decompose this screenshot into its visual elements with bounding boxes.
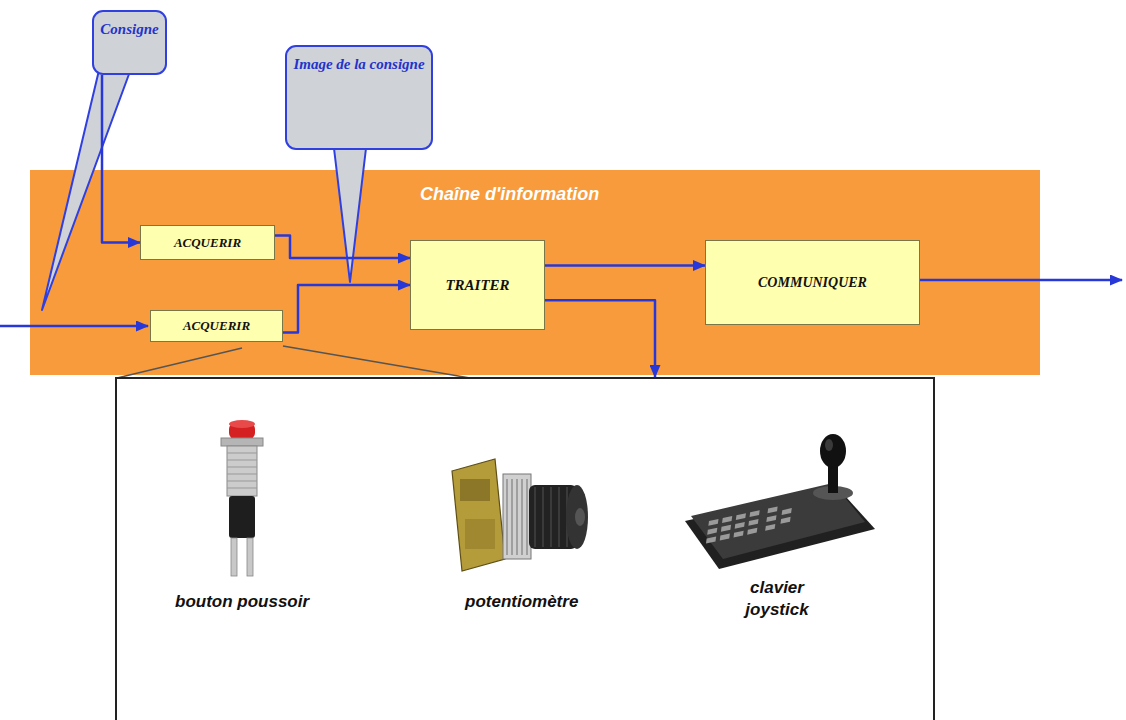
device-illustrations <box>117 379 937 720</box>
device-label: bouton poussoir <box>175 591 309 613</box>
function-box: TRAITER <box>410 240 545 330</box>
flow-arrow <box>545 300 655 377</box>
callout-bubble: Consigne <box>92 10 167 75</box>
function-box: COMMUNIQUER <box>705 240 920 325</box>
flow-arrow <box>545 264 705 267</box>
function-label: ACQUERIR <box>174 235 241 251</box>
function-box: ACQUERIR <box>150 310 283 342</box>
zoom-wedge <box>117 346 470 378</box>
chain-band: Chaîne d'informationACQUERIR ACQUERIR TRAI… <box>30 170 1040 375</box>
joystick-keyboard-picture <box>685 434 875 569</box>
flow-arrow <box>102 75 140 243</box>
device-label: potentiomètre <box>465 591 578 613</box>
callout-text: Image de la consigne <box>293 56 424 73</box>
device-panel: bouton poussoir potentiomètre clavier joys… <box>115 377 935 720</box>
function-label: ACQUERIR <box>183 318 250 334</box>
device-label: clavier joystick <box>731 577 823 621</box>
callout-bubble: Image de la consigne <box>285 45 433 150</box>
potentiometer-picture <box>452 459 588 571</box>
function-label: COMMUNIQUER <box>758 275 867 291</box>
function-box: ACQUERIR <box>140 225 275 260</box>
callout-text: Consigne <box>100 21 158 38</box>
push-button-picture <box>221 420 263 576</box>
band-title: Chaîne d'information <box>420 184 599 205</box>
flow-arrow <box>283 285 410 332</box>
function-label: TRAITER <box>445 277 509 294</box>
flow-arrow <box>275 236 410 259</box>
